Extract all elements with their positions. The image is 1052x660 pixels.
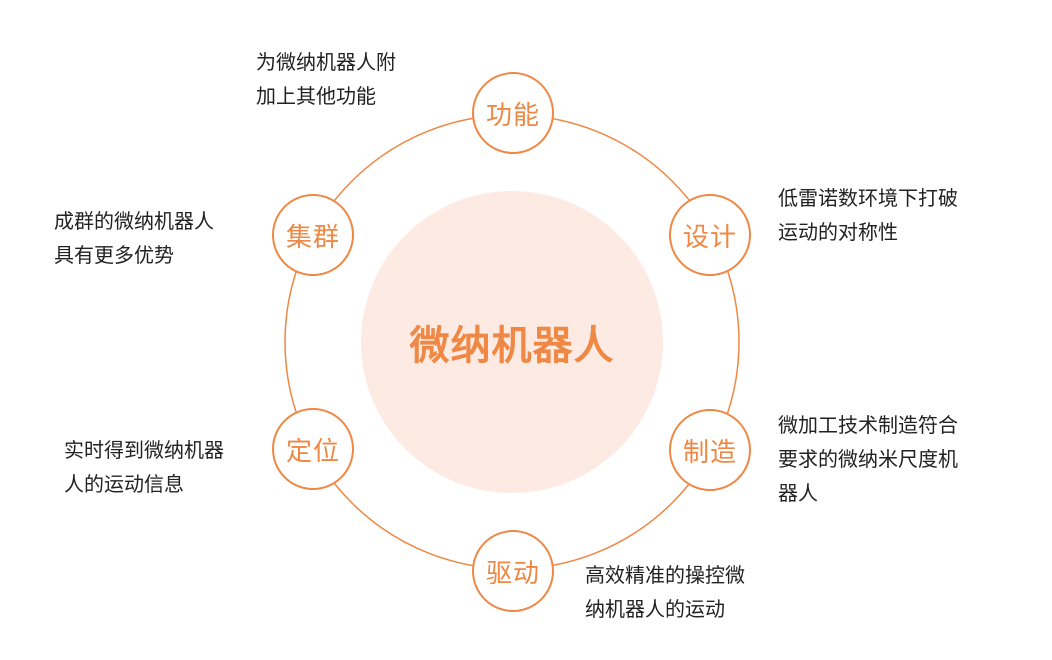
node-label: 设计 <box>682 222 737 253</box>
description-line: 运动的对称性 <box>778 220 898 244</box>
node-label: 驱动 <box>485 558 540 589</box>
description-line: 高效精准的操控微 <box>585 563 745 587</box>
description-position: 实时得到微纳机器 人的运动信息 <box>64 433 224 501</box>
description-manufacture: 微加工技术制造符合 要求的微纳米尺度机 器人 <box>778 408 958 510</box>
node-drive: 驱动 <box>472 530 554 612</box>
description-line: 成群的微纳机器人 <box>54 209 214 233</box>
node-manufacture: 制造 <box>669 409 751 491</box>
description-line: 实时得到微纳机器 <box>64 438 224 462</box>
node-label: 功能 <box>485 100 540 131</box>
center-title: 微纳机器人 <box>409 323 615 369</box>
node-label: 制造 <box>682 437 737 468</box>
description-line: 低雷诺数环境下打破 <box>778 186 958 210</box>
description-line: 微加工技术制造符合 <box>778 413 958 437</box>
description-drive: 高效精准的操控微 纳机器人的运动 <box>585 558 745 626</box>
center-hub: 微纳机器人 <box>361 191 663 493</box>
description-design: 低雷诺数环境下打破 运动的对称性 <box>778 181 958 249</box>
node-design: 设计 <box>669 194 751 276</box>
description-line: 为微纳机器人附 <box>256 50 396 74</box>
description-function: 为微纳机器人附 加上其他功能 <box>256 45 396 113</box>
node-label: 集群 <box>285 222 340 253</box>
description-line: 具有更多优势 <box>54 243 174 267</box>
description-swarm: 成群的微纳机器人 具有更多优势 <box>54 204 214 272</box>
description-line: 器人 <box>778 481 818 505</box>
node-function: 功能 <box>472 72 554 154</box>
description-line: 人的运动信息 <box>64 472 184 496</box>
node-swarm: 集群 <box>272 194 354 276</box>
node-label: 定位 <box>285 436 340 467</box>
description-line: 纳机器人的运动 <box>585 597 725 621</box>
node-position: 定位 <box>272 408 354 490</box>
description-line: 加上其他功能 <box>256 84 376 108</box>
description-line: 要求的微纳米尺度机 <box>778 447 958 471</box>
